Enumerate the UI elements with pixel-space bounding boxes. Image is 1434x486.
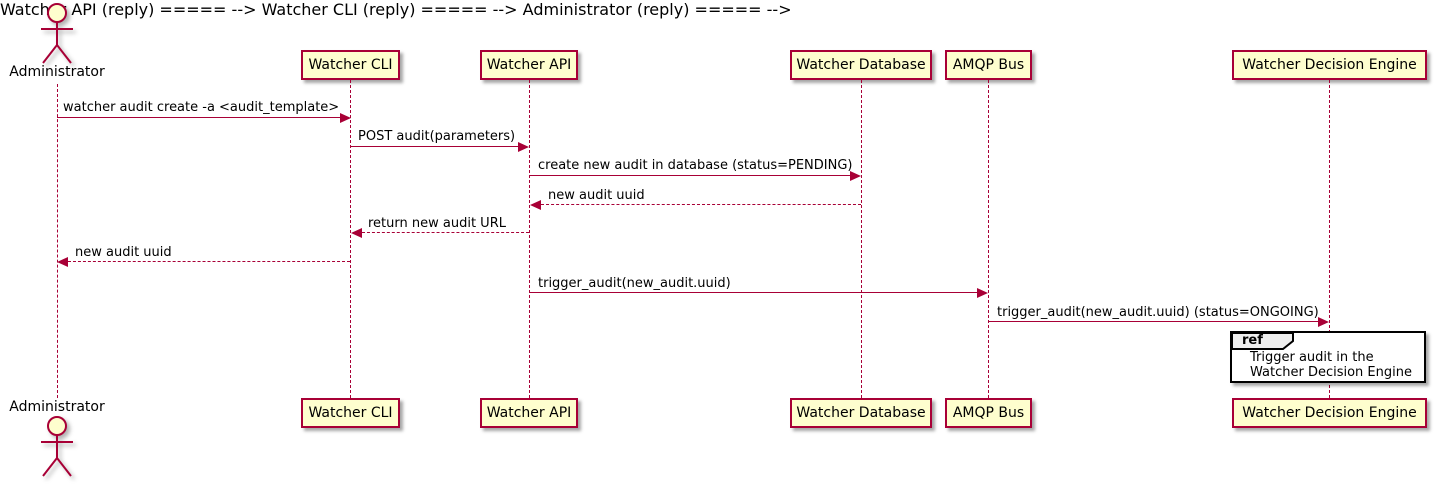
message-4-arrowhead-icon	[530, 200, 541, 210]
message-2-label: POST audit(parameters)	[358, 129, 516, 144]
message-6-line	[68, 261, 350, 262]
message-7-arrowhead-icon	[977, 288, 988, 298]
message-2-line	[351, 146, 518, 147]
participant-watcher-database-top: Watcher Database	[790, 50, 932, 80]
ref-fragment: ref Trigger audit in the Watcher Decisio…	[1230, 331, 1426, 383]
ref-keyword: ref	[1242, 333, 1263, 348]
message-1-line	[57, 117, 340, 118]
actor-label-administrator-top: Administrator	[9, 64, 105, 80]
message-8-line	[989, 321, 1318, 322]
message-3-arrowhead-icon	[850, 171, 861, 181]
message-6-arrowhead-icon	[57, 257, 68, 267]
participant-watcher-cli-top: Watcher CLI	[301, 50, 400, 80]
message-1-arrowhead-icon	[340, 113, 351, 123]
lifeline-amqp-bus	[988, 80, 989, 398]
participant-watcher-api-bottom: Watcher API	[480, 398, 578, 428]
actor-label-administrator-bottom: Administrator	[9, 399, 105, 415]
participant-watcher-database-bottom: Watcher Database	[790, 398, 932, 428]
participant-watcher-api-top: Watcher API	[480, 50, 578, 80]
message-6-label: new audit uuid	[75, 245, 172, 260]
message-7-label: trigger_audit(new_audit.uuid)	[538, 276, 731, 291]
message-2-arrowhead-icon	[518, 142, 529, 152]
message-4-line	[541, 204, 861, 205]
actor-icon	[41, 416, 73, 477]
lifeline-administrator	[57, 84, 58, 398]
message-8-label: trigger_audit(new_audit.uuid) (status=ON…	[997, 305, 1319, 320]
message-5-arrowhead-icon	[351, 228, 362, 238]
message-1-label: watcher audit create -a <audit_template>	[63, 100, 340, 115]
message-4-label: new audit uuid	[548, 188, 645, 203]
lifeline-watcher-api	[529, 80, 530, 398]
ref-text: Trigger audit in the Watcher Decision En…	[1250, 350, 1412, 380]
ref-text-line-1: Trigger audit in the	[1250, 350, 1374, 365]
ref-text-line-2: Watcher Decision Engine	[1250, 365, 1412, 380]
message-5-label: return new audit URL	[368, 216, 506, 231]
message-3-label: create new audit in database (status=PEN…	[538, 158, 853, 173]
lifeline-watcher-database	[861, 80, 862, 398]
lifeline-watcher-decision-engine	[1329, 80, 1330, 398]
participant-watcher-decision-engine-bottom: Watcher Decision Engine	[1232, 398, 1427, 428]
participant-amqp-bus-bottom: AMQP Bus	[945, 398, 1032, 428]
participant-amqp-bus-top: AMQP Bus	[945, 50, 1032, 80]
ref-pentagon-icon	[1231, 332, 1294, 350]
message-7-line	[530, 292, 978, 293]
lifeline-watcher-cli	[350, 80, 351, 398]
participant-watcher-decision-engine-top: Watcher Decision Engine	[1232, 50, 1427, 80]
actor-icon	[41, 3, 73, 64]
participant-watcher-cli-bottom: Watcher CLI	[301, 398, 400, 428]
message-8-arrowhead-icon	[1318, 317, 1329, 327]
message-5-line	[362, 232, 529, 233]
message-3-line	[530, 175, 850, 176]
